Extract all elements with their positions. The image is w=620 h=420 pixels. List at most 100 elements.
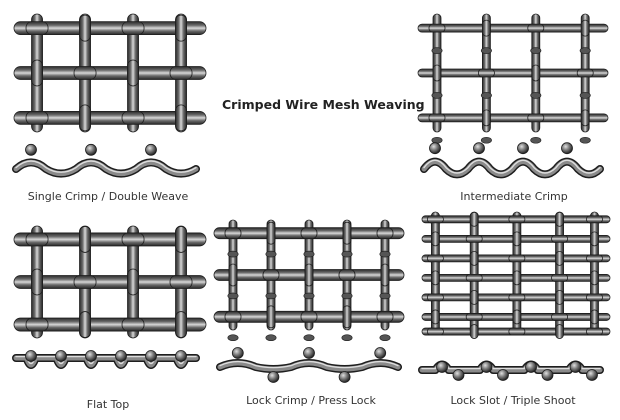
crimp-knot <box>431 47 443 54</box>
weave-crossing <box>590 309 599 325</box>
crimp-knot <box>431 136 443 144</box>
profile-wire-core <box>421 159 603 177</box>
cross-wire-section <box>525 361 537 373</box>
weave-crossing <box>482 19 491 37</box>
weave-crossing <box>430 309 440 325</box>
cross-wire-section <box>85 350 97 362</box>
weave-crossing <box>555 211 564 227</box>
cross-wire-section <box>480 361 493 373</box>
weave-crossing <box>25 232 49 247</box>
weave-crossing <box>175 226 187 253</box>
cross-wire-section <box>85 143 97 156</box>
cross-wire-section <box>267 371 280 383</box>
profile-wire-highlight <box>15 160 197 173</box>
crimp-knot <box>265 250 277 258</box>
weave-crossing <box>79 14 91 42</box>
crimp-knot <box>303 334 315 341</box>
weave-crossing <box>175 14 187 42</box>
weave-crossing <box>426 327 444 336</box>
crimp-knot <box>341 292 353 300</box>
cross-wire-section <box>145 350 157 362</box>
single-crimp-label: Single Crimp / Double Weave <box>27 190 189 203</box>
weave-crossing <box>465 234 483 243</box>
crimp-knot <box>303 292 315 300</box>
cross-wire-section <box>25 143 37 156</box>
crimp-knot <box>530 47 542 54</box>
weave-crossing <box>342 221 352 245</box>
weave-crossing <box>25 317 49 332</box>
crimp-knot <box>379 250 391 258</box>
single-crimp-profile <box>12 143 200 178</box>
weave-crossing <box>512 309 522 325</box>
horizontal-wire <box>13 317 207 332</box>
weave-crossing <box>576 68 594 78</box>
cross-wire-section <box>452 369 465 381</box>
single-crimp-mesh <box>13 13 207 133</box>
weave-crossing <box>551 234 568 243</box>
weave-crossing <box>300 310 318 323</box>
weave-crossing <box>590 231 599 247</box>
cross-wire-section <box>338 371 351 383</box>
crimp-knot <box>227 334 239 341</box>
weave-crossing <box>169 66 193 80</box>
weave-crossing <box>580 19 590 37</box>
weave-crossing <box>266 221 276 245</box>
weave-crossing <box>121 21 145 36</box>
weave-crossing <box>224 310 242 323</box>
weave-crossing <box>555 250 564 266</box>
weave-crossing <box>527 23 545 33</box>
crimp-knot <box>265 334 277 341</box>
weave-crossing <box>73 275 97 289</box>
weave-crossing <box>380 263 390 287</box>
weave-crossing <box>508 254 526 263</box>
lock-slot-mesh <box>421 211 611 339</box>
crimp-knot <box>227 292 239 300</box>
weave-crossing <box>512 270 522 286</box>
weave-crossing <box>469 211 479 227</box>
weave-crossing <box>531 64 541 82</box>
weave-crossing <box>79 226 91 253</box>
cross-wire-section <box>436 361 448 373</box>
cross-wire-section <box>497 369 509 381</box>
weave-crossing <box>590 270 599 286</box>
weave-crossing <box>262 269 280 281</box>
intermediate-crimp-profile <box>420 142 604 179</box>
weave-crossing <box>127 268 139 296</box>
lock-slot-label: Lock Slot / Triple Shoot <box>450 394 576 407</box>
weave-crossing <box>551 313 568 321</box>
weave-crossing <box>426 254 444 263</box>
cross-wire-section <box>303 347 315 359</box>
weave-crossing <box>465 313 483 321</box>
profile-wire-highlight <box>219 360 399 369</box>
crimp-knot <box>341 250 353 258</box>
weave-crossing <box>342 305 352 329</box>
weave-crossing <box>469 250 479 266</box>
weave-crossing <box>555 290 564 305</box>
cross-wire-section <box>175 350 187 362</box>
lock-crimp-label: Lock Crimp / Press Lock <box>246 394 376 407</box>
crimp-knot <box>227 250 239 258</box>
weave-crossing <box>121 232 145 247</box>
intermediate-crimp-label: Intermediate Crimp <box>460 190 568 203</box>
cross-wire-section <box>473 142 485 155</box>
cross-wire-section <box>429 142 441 155</box>
diagram-title: Crimped Wire Mesh Weaving <box>222 97 425 112</box>
weave-crossing <box>25 21 49 36</box>
crimp-knot <box>530 136 542 144</box>
weave-crossing <box>127 59 139 87</box>
profile-wire-highlight <box>423 159 601 174</box>
weave-crossing <box>586 215 603 224</box>
weave-crossing <box>428 113 446 123</box>
cross-wire-section <box>586 369 598 381</box>
weave-crossing <box>426 293 444 302</box>
cross-wire-section <box>55 350 67 362</box>
crimp-knot <box>530 92 542 99</box>
profile-wire-core <box>13 355 199 368</box>
weave-crossing <box>426 215 444 224</box>
weave-crossing <box>31 268 43 296</box>
crimp-knot <box>579 92 591 99</box>
horizontal-wire <box>13 21 207 36</box>
weave-crossing <box>175 104 187 132</box>
weave-crossing <box>580 109 590 127</box>
weave-crossing <box>121 110 145 125</box>
